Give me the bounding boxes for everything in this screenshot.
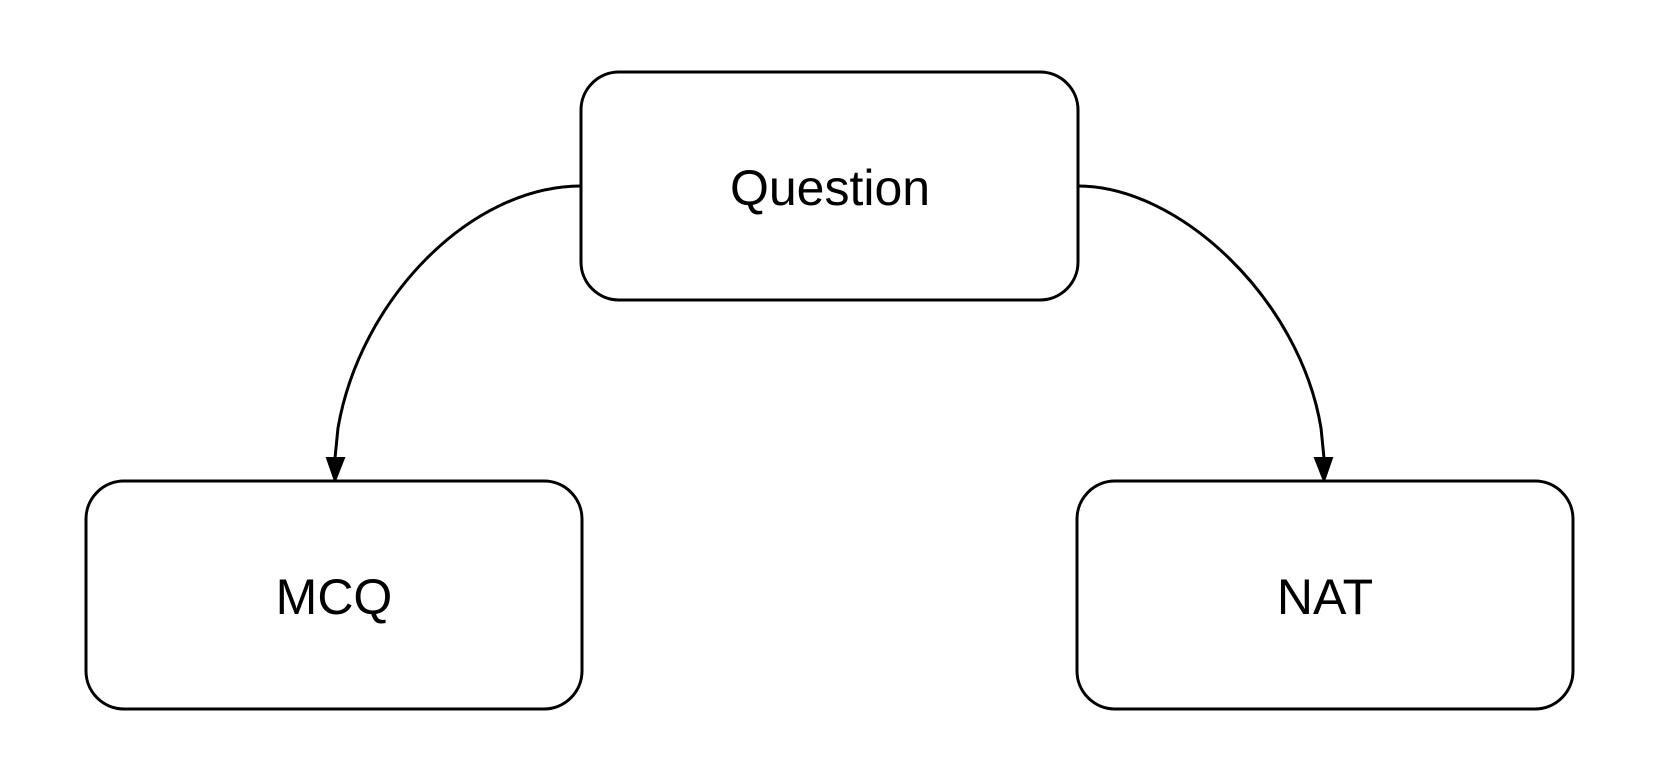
edge-question-to-nat-line: [1077, 184, 1326, 459]
node-mcq[interactable]: MCQ: [84, 479, 584, 711]
edge-question-to-mcq-line: [333, 184, 582, 459]
edge-question-to-nat: [1077, 184, 1334, 484]
edge-question-to-mcq: [325, 184, 582, 484]
node-mcq-label: MCQ: [276, 569, 393, 625]
node-question-box: [579, 70, 1080, 302]
node-nat-box: [1075, 479, 1575, 711]
node-nat[interactable]: NAT: [1075, 479, 1575, 711]
node-question[interactable]: Question: [579, 70, 1080, 302]
node-question-label: Question: [730, 160, 930, 216]
edge-question-to-mcq-arrowhead: [325, 457, 346, 484]
edge-question-to-nat-arrowhead: [1313, 457, 1334, 484]
node-mcq-box: [84, 479, 584, 711]
node-nat-label: NAT: [1277, 569, 1373, 625]
